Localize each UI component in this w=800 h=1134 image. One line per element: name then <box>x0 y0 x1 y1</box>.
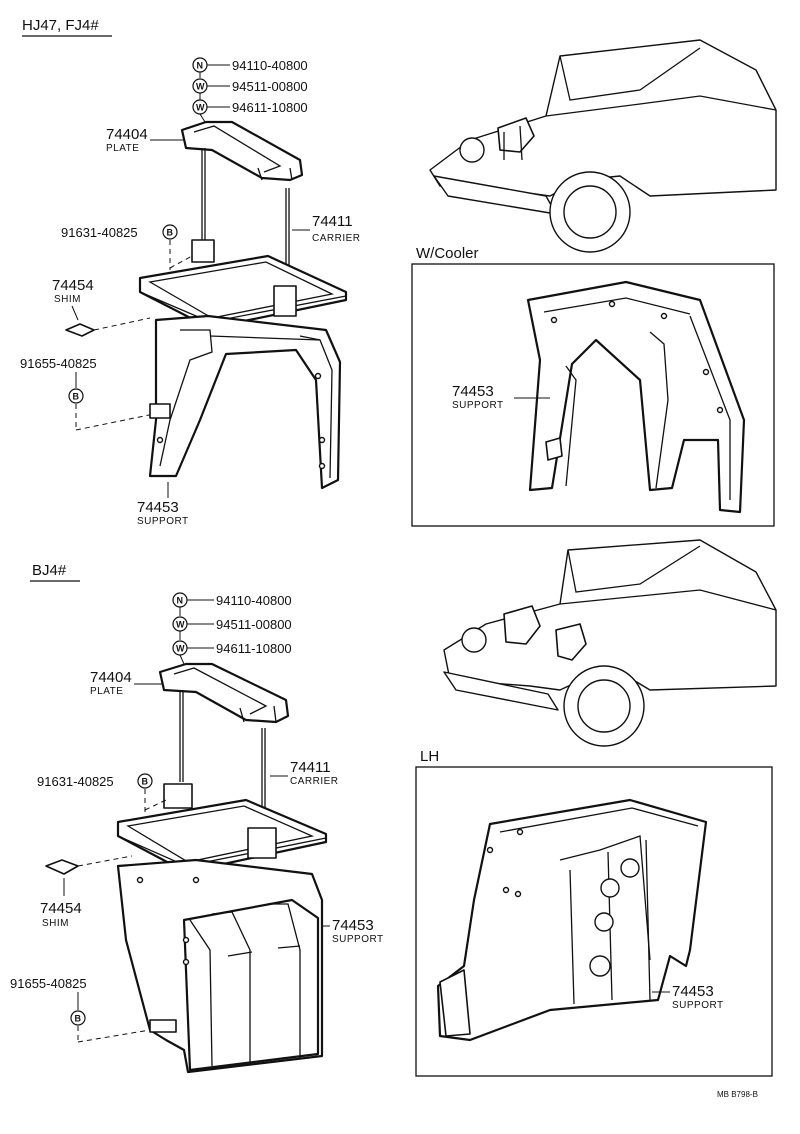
bolt-symbol-icon <box>162 224 178 240</box>
bottom-support-part-number: 74453 <box>332 917 374 934</box>
top-washer-1: W 94511-00800 <box>192 78 308 94</box>
bottom-shim-part-number: 74454 <box>40 900 82 917</box>
footer-code: MB B798-B <box>717 1090 758 1099</box>
bolt2-symbol-text: B <box>75 1014 82 1024</box>
cooler-support-drawing <box>526 280 746 514</box>
lh-box-title: LH <box>420 748 439 765</box>
top-support-name: SUPPORT <box>137 516 189 527</box>
top-shim-part-number: 74454 <box>52 277 94 294</box>
bottom-shim-drawing <box>45 859 79 875</box>
cooler-support-part-number: 74453 <box>452 383 494 400</box>
bottom-section-header: BJ4# <box>32 562 67 579</box>
bottom-washer1-part-number: 94511-00800 <box>216 617 292 632</box>
bottom-bolt2-part-number: 91655-40825 <box>10 976 87 991</box>
bottom-hold-rod-left <box>179 690 184 782</box>
cooler-box-title: W/Cooler <box>416 245 479 262</box>
bolt2-symbol-text: B <box>73 392 80 402</box>
lh-support-name: SUPPORT <box>672 1000 724 1011</box>
bottom-nut-part-number: 94110-40800 <box>216 593 292 608</box>
washer2-part-number: 94611-10800 <box>232 100 308 115</box>
bottom-nut: N 94110-40800 <box>172 592 292 608</box>
nut-symbol-text: N <box>177 596 184 606</box>
bolt-symbol-icon <box>137 773 153 789</box>
nut-symbol-text: N <box>197 61 204 71</box>
bottom-shim-name: SHIM <box>42 918 69 929</box>
bolt-symbol-text: B <box>142 777 149 787</box>
bottom-carrier-part-number: 74411 <box>290 759 331 776</box>
top-carrier-name: CARRIER <box>312 233 361 244</box>
top-nut: N 94110-40800 <box>192 57 308 73</box>
bolt-symbol-text: B <box>167 228 174 238</box>
bottom-bolt-part-number: 91631-40825 <box>37 774 114 789</box>
bolt2-symbol-icon <box>70 1010 86 1026</box>
washer-symbol-text: W <box>176 620 185 630</box>
top-section-header: HJ47, FJ4# <box>22 17 99 34</box>
washer1-part-number: 94511-00800 <box>232 79 308 94</box>
bottom-plate-part-number: 74404 <box>90 669 132 686</box>
top-washer-2: W 94611-10800 <box>192 99 308 115</box>
bottom-washer-1: W 94511-00800 <box>172 616 292 632</box>
nut-part-number: 94110-40800 <box>232 58 308 73</box>
top-vehicle-sketch <box>429 39 777 253</box>
top-carrier-drawing <box>138 239 348 330</box>
bottom-support-name: SUPPORT <box>332 934 384 945</box>
top-plate-drawing <box>180 120 304 182</box>
washer-symbol-text: W <box>176 644 185 654</box>
top-hold-rod-left <box>201 148 206 242</box>
lh-support-part-number: 74453 <box>672 983 714 1000</box>
bolt2-symbol-icon <box>68 388 84 404</box>
top-shim-name: SHIM <box>54 294 81 305</box>
top-support-part-number: 74453 <box>137 499 179 516</box>
top-bolt2-part-number: 91655-40825 <box>20 356 97 371</box>
cooler-support-name: SUPPORT <box>452 400 504 411</box>
bottom-washer2-part-number: 94611-10800 <box>216 641 292 656</box>
top-shim-drawing <box>65 323 95 337</box>
bottom-support-drawing <box>116 858 324 1074</box>
bottom-plate-drawing <box>158 662 290 724</box>
bottom-carrier-drawing <box>116 783 328 874</box>
lh-support-drawing <box>436 798 708 1042</box>
bottom-washer-2: W 94611-10800 <box>172 640 292 656</box>
bottom-plate-name: PLATE <box>90 686 123 697</box>
washer-symbol-text: W <box>196 103 205 113</box>
washer-symbol-text: W <box>196 82 205 92</box>
top-plate-part-number: 74404 <box>106 126 148 143</box>
bottom-vehicle-sketch <box>443 539 777 747</box>
top-bolt-part-number: 91631-40825 <box>61 225 138 240</box>
top-plate-name: PLATE <box>106 143 139 154</box>
bottom-carrier-name: CARRIER <box>290 776 339 787</box>
top-support-drawing <box>148 314 342 490</box>
top-carrier-part-number: 74411 <box>312 213 353 230</box>
